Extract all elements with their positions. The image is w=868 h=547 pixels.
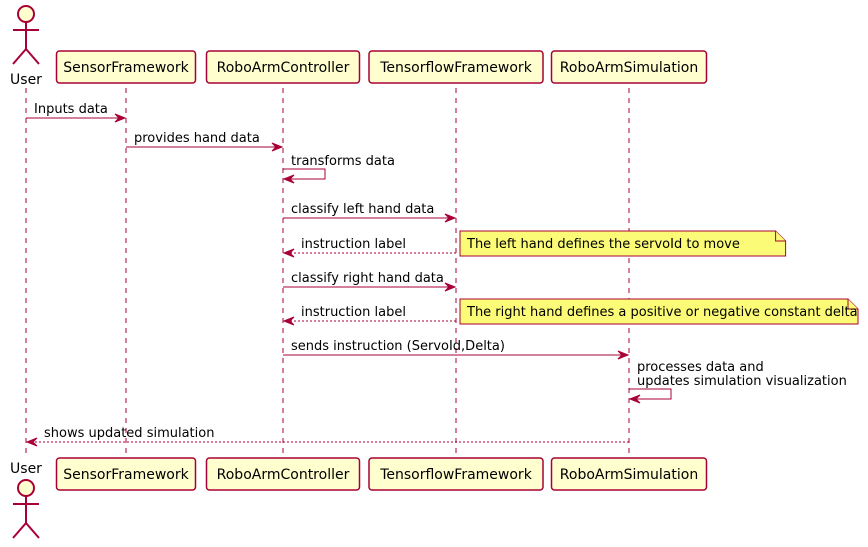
- actor-head-icon: [17, 479, 35, 497]
- message-3: transforms data: [282, 154, 395, 184]
- participants: SensorFrameworkSensorFrameworkRoboArmCon…: [10, 5, 708, 539]
- participant-box: [205, 50, 361, 84]
- actor-user-bottom: User: [10, 461, 42, 539]
- message-label: shows updated simulation: [44, 426, 214, 441]
- participant-roboarmcontroller-bottom: RoboArmController: [205, 457, 361, 491]
- participant-label: RoboArmSimulation: [560, 467, 698, 483]
- arrowhead-icon: [282, 248, 295, 258]
- message-label: provides hand data: [134, 131, 260, 146]
- actor-head-icon: [17, 5, 35, 23]
- self-message-arrow: [629, 388, 672, 400]
- arrowhead-icon: [114, 113, 127, 123]
- participant-label: TensorflowFramework: [379, 60, 533, 76]
- participant-roboarmcontroller-top: RoboArmController: [205, 50, 361, 84]
- message-8: sends instruction (ServoId,Delta): [283, 339, 630, 360]
- participant-label: RoboArmController: [217, 467, 350, 483]
- note: The left hand defines the servoId to mov…: [459, 230, 787, 257]
- message-label: classify right hand data: [291, 271, 444, 286]
- note-box: [459, 230, 787, 257]
- participant-label: TensorflowFramework: [379, 467, 533, 483]
- participant-box: [55, 457, 197, 491]
- participant-roboarmsimulation-bottom: RoboArmSimulation: [550, 457, 708, 491]
- message-1: Inputs data: [26, 102, 127, 123]
- participant-label: SensorFramework: [63, 467, 189, 483]
- note: The right hand defines a positive or neg…: [459, 298, 859, 325]
- note-box: [459, 298, 859, 325]
- arrowhead-icon: [282, 174, 295, 184]
- arrowhead-icon: [25, 437, 38, 447]
- message-9: processes data and updates simulation vi…: [628, 360, 847, 404]
- message-4: classify left hand data: [283, 202, 457, 223]
- participant-label: RoboArmController: [217, 60, 350, 76]
- actor-leg-icon: [12, 48, 27, 65]
- actor-label: User: [10, 72, 42, 88]
- participant-box: [368, 457, 544, 491]
- participant-roboarmsimulation-top: RoboArmSimulation: [550, 50, 708, 84]
- message-label: transforms data: [291, 154, 395, 169]
- actor-user-top: User: [10, 5, 42, 88]
- participant-tensorflowframework-top: TensorflowFramework: [368, 50, 544, 84]
- participant-sensorframework-top: SensorFramework: [55, 50, 197, 84]
- notes: The left hand defines the servoId to mov…: [459, 230, 859, 325]
- arrowhead-icon: [282, 316, 295, 326]
- arrowhead-icon: [271, 142, 284, 152]
- participant-tensorflowframework-bottom: TensorflowFramework: [368, 457, 544, 491]
- arrowhead-icon: [628, 394, 641, 404]
- message-6: classify right hand data: [283, 271, 457, 292]
- actor-label: User: [10, 461, 42, 477]
- participant-box: [550, 50, 708, 84]
- message-10: shows updated simulation: [25, 426, 629, 447]
- message-label: updates simulation visualization: [637, 374, 847, 389]
- message-label: instruction label: [301, 305, 406, 320]
- self-message-arrow: [283, 168, 326, 180]
- participant-box: [205, 457, 361, 491]
- actor-leg-icon: [25, 522, 40, 539]
- message-label: processes data and: [637, 360, 764, 375]
- note-fold-icon: [775, 231, 786, 242]
- note-text: The right hand defines a positive or neg…: [466, 305, 858, 320]
- arrowhead-icon: [617, 350, 630, 360]
- messages: Inputs data provides hand data transforms …: [25, 102, 847, 447]
- participant-box: [550, 457, 708, 491]
- note-fold-icon: [847, 299, 858, 310]
- message-7: instruction label: [282, 305, 456, 326]
- participant-box: [55, 50, 197, 84]
- actor-leg-icon: [25, 48, 40, 65]
- participant-box: [368, 50, 544, 84]
- message-label: classify left hand data: [291, 202, 434, 217]
- participant-label: RoboArmSimulation: [560, 60, 698, 76]
- participant-sensorframework-bottom: SensorFramework: [55, 457, 197, 491]
- arrowhead-icon: [444, 282, 457, 292]
- note-text: The left hand defines the servoId to mov…: [466, 237, 740, 252]
- message-label: sends instruction (ServoId,Delta): [291, 339, 505, 354]
- actor-leg-icon: [12, 522, 27, 539]
- lifelines: [25, 88, 630, 455]
- message-2: provides hand data: [126, 131, 284, 152]
- message-5: instruction label: [282, 237, 456, 258]
- participant-label: SensorFramework: [63, 60, 189, 76]
- arrowhead-icon: [444, 213, 457, 223]
- message-label: instruction label: [301, 237, 406, 252]
- message-label: Inputs data: [34, 102, 108, 117]
